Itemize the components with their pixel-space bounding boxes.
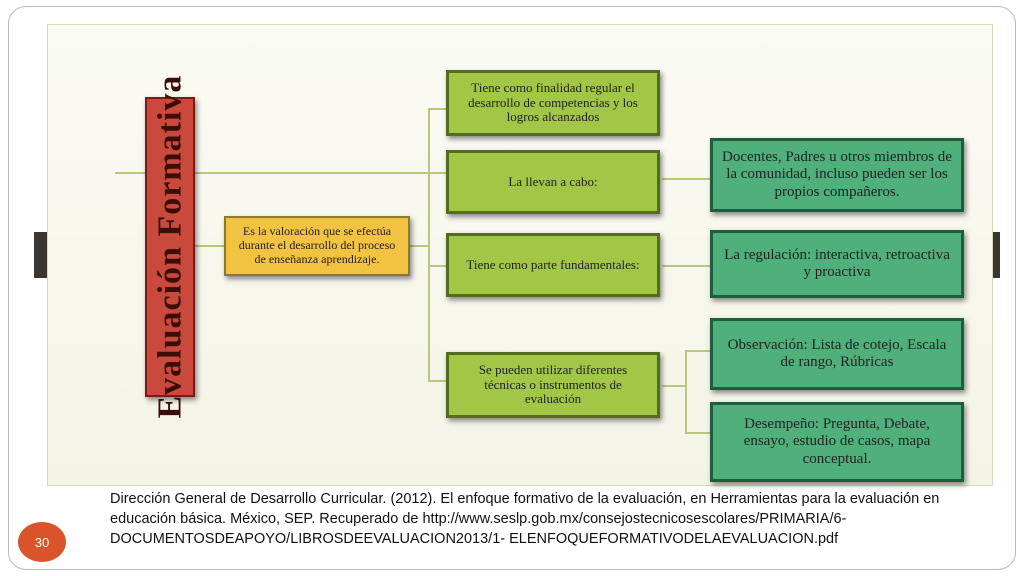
connector-line bbox=[662, 265, 710, 267]
connector-line bbox=[428, 265, 446, 267]
connector-line bbox=[194, 172, 446, 174]
detail-node-performance: Desempeño: Pregunta, Debate, ensayo, est… bbox=[710, 402, 964, 482]
connector-line bbox=[428, 108, 430, 380]
detail-node-regulation: La regulación: interactiva, retroactiva … bbox=[710, 230, 964, 298]
definition-node: Es la valoración que se efectúa durante … bbox=[224, 216, 410, 276]
connector-line bbox=[685, 350, 687, 434]
detail-text: La regulación: interactiva, retroactiva … bbox=[724, 246, 950, 280]
branch-node-instruments: Se pueden utilizar diferentes técnicas o… bbox=[446, 352, 660, 418]
connector-line bbox=[662, 385, 686, 387]
branch-node-fundamentals: Tiene como parte fundamentales: bbox=[446, 233, 660, 297]
branch-text: Tiene como finalidad regular el desarrol… bbox=[468, 79, 638, 125]
connector-line bbox=[410, 245, 430, 247]
definition-text: Es la valoración que se efectúa durante … bbox=[238, 224, 396, 266]
connector-line bbox=[662, 178, 710, 180]
connector-line bbox=[685, 432, 710, 434]
connector-line bbox=[115, 172, 150, 174]
detail-node-observation: Observación: Lista de cotejo, Escala de … bbox=[710, 318, 964, 390]
branch-text: La llevan a cabo: bbox=[508, 173, 598, 189]
connector-line bbox=[428, 380, 446, 382]
citation-text: Dirección General de Desarrollo Curricul… bbox=[110, 491, 940, 547]
detail-text: Docentes, Padres u otros miembros de la … bbox=[722, 149, 952, 200]
detail-text: Observación: Lista de cotejo, Escala de … bbox=[727, 336, 947, 370]
connector-line bbox=[428, 108, 446, 110]
connector-line bbox=[685, 350, 710, 352]
connector-line bbox=[194, 245, 224, 247]
branch-text: Tiene como parte fundamentales: bbox=[466, 256, 640, 272]
diagram-title: Evaluación Formativa bbox=[151, 75, 189, 419]
branch-node-who: La llevan a cabo: bbox=[446, 150, 660, 214]
page-number: 30 bbox=[34, 534, 50, 550]
title-node: Evaluación Formativa bbox=[145, 75, 195, 419]
branch-text: Se pueden utilizar diferentes técnicas o… bbox=[478, 361, 628, 407]
detail-text: Desempeño: Pregunta, Debate, ensayo, est… bbox=[743, 416, 931, 467]
branch-node-purpose: Tiene como finalidad regular el desarrol… bbox=[446, 70, 660, 136]
detail-node-agents: Docentes, Padres u otros miembros de la … bbox=[710, 138, 964, 212]
page-number-badge: 30 bbox=[18, 522, 66, 562]
